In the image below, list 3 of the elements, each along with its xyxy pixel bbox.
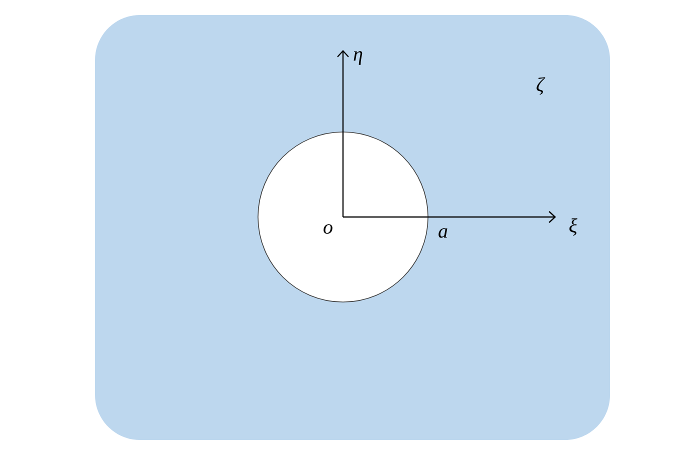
circular-hole: o — [258, 132, 428, 302]
axis-label: η — [354, 51, 362, 65]
axis-label: ξ — [569, 218, 578, 236]
